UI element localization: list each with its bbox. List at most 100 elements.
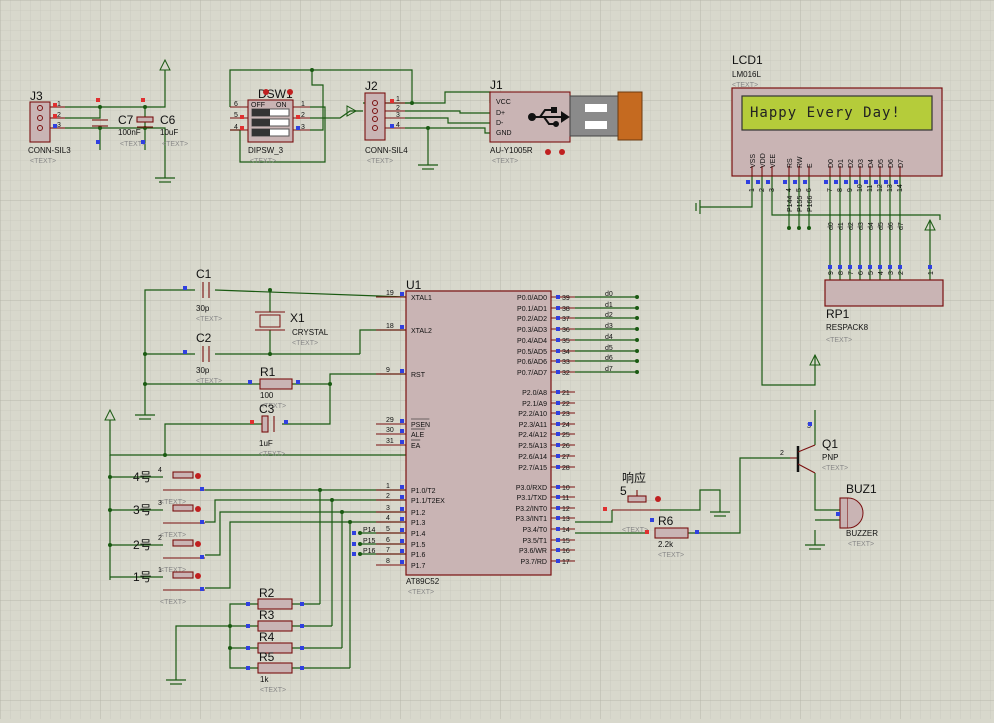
u1-right-pin-number: 39 bbox=[562, 295, 570, 302]
capacitor-c6[interactable]: C6 10uF <TEXT> bbox=[136, 113, 188, 148]
resistor-ref: R3 bbox=[259, 608, 275, 622]
resistor-r1[interactable]: R1 100 <TEXT> bbox=[259, 365, 293, 410]
lcd-pin-number: 2 bbox=[759, 188, 766, 192]
rp1-pin-marker bbox=[868, 265, 872, 269]
dsw-on-label: ON bbox=[276, 102, 287, 109]
lcd-pin-marker bbox=[824, 180, 828, 184]
u1-right-pin-name: P3.1/TXD bbox=[517, 495, 547, 502]
capacitor-c1[interactable]: C1 30p <TEXT> bbox=[196, 267, 222, 323]
u1-left-pin-name: ALE bbox=[411, 432, 425, 439]
lcd-pin-number: 5 bbox=[796, 188, 803, 192]
j1-text-placeholder: <TEXT> bbox=[492, 158, 518, 165]
u1-right-pin-name: P2.0/A8 bbox=[522, 390, 547, 397]
buz-text-placeholder: <TEXT> bbox=[848, 541, 874, 548]
transistor-q1[interactable]: 2 3 Q1 PNP <TEXT> bbox=[780, 423, 848, 474]
j2-text-placeholder: <TEXT> bbox=[367, 158, 393, 165]
resistor-ref: R5 bbox=[259, 650, 275, 664]
lcd-pin-marker bbox=[793, 180, 797, 184]
u1-right-pin-number: 37 bbox=[562, 316, 570, 323]
lcd-pin-marker bbox=[766, 180, 770, 184]
u1-right-pin-name: P3.5/T1 bbox=[522, 538, 547, 545]
rp1-ref: RP1 bbox=[826, 307, 850, 321]
u1-pin-marker bbox=[556, 485, 560, 489]
u1-pin-marker bbox=[400, 325, 404, 329]
response-text-placeholder: <TEXT> bbox=[622, 527, 648, 534]
u1-pin-marker bbox=[556, 390, 560, 394]
button-number: 3 bbox=[158, 500, 162, 507]
u1-right-pin-name: P0.5/AD5 bbox=[517, 349, 547, 356]
dsw-pin-1: 1 bbox=[301, 101, 305, 108]
lcd-data-label: d0 bbox=[828, 222, 835, 230]
buzzer-buz1[interactable]: BUZ1 BUZZER <TEXT> bbox=[839, 482, 878, 548]
j3-pin-3: 3 bbox=[57, 122, 61, 129]
j2-pin-4: 4 bbox=[396, 122, 400, 129]
dsw-pin-3: 3 bbox=[301, 124, 305, 131]
u1-pin-marker bbox=[400, 517, 404, 521]
dsw-pin-2: 2 bbox=[301, 112, 305, 119]
button-text-placeholder: <TEXT> bbox=[160, 567, 186, 574]
lcd-pin-name: D0 bbox=[828, 159, 835, 168]
crystal-x1[interactable]: X1 CRYSTAL <TEXT> bbox=[255, 311, 329, 347]
c1-value: 30p bbox=[196, 304, 210, 313]
rp1-pin-number: 6 bbox=[858, 271, 865, 275]
u1-right-pin-name: P2.1/A9 bbox=[522, 401, 547, 408]
dip-switch-dsw1[interactable]: DSW1 OFF ON 6 5 4 1 2 3 DIPSW_3 <TEXT> bbox=[230, 87, 310, 165]
u1-pin-marker bbox=[400, 528, 404, 532]
x1-ref: X1 bbox=[290, 311, 305, 325]
lcd-pin-marker bbox=[746, 180, 750, 184]
resistor-pin-marker bbox=[300, 666, 304, 670]
j1-pin-dplus: D+ bbox=[496, 110, 505, 117]
dsw-pin-4: 4 bbox=[234, 124, 238, 131]
button-response[interactable]: 响应 5 <TEXT> bbox=[612, 470, 661, 534]
microcontroller-u1[interactable]: U1 19XTAL118XTAL29RST29PSEN30ALE31EA1P1.… bbox=[352, 278, 613, 596]
u1-pin-marker bbox=[556, 411, 560, 415]
button-terminal bbox=[195, 541, 201, 547]
u1-right-pin-name: P2.7/A15 bbox=[518, 465, 547, 472]
usb-connector-j1[interactable]: J1 VCC D+ D- GND AU-Y1005R <TEXT> bbox=[489, 78, 643, 165]
lcd-port-label: P166 bbox=[807, 196, 814, 212]
lcd-pin-name: D3 bbox=[858, 159, 865, 168]
u1-right-pin-number: 14 bbox=[562, 527, 570, 534]
j2-connector[interactable]: J2 1 2 3 4 CONN-SIL4 <TEXT> bbox=[364, 79, 408, 165]
lcd-display[interactable]: LCD1 LM016L <TEXT> Happy Every Day! VSS1… bbox=[731, 53, 943, 230]
lcd-pin-number: 7 bbox=[827, 188, 834, 192]
u1-right-pin-name: P3.2/INT0 bbox=[515, 506, 547, 513]
u1-pin-marker bbox=[556, 295, 560, 299]
j3-connector[interactable]: J3 1 2 3 CONN-SIL3 <TEXT> bbox=[28, 89, 71, 165]
c6-value: 10uF bbox=[160, 128, 178, 137]
capacitor-c7[interactable]: C7 100nF <TEXT> bbox=[92, 113, 146, 148]
resistor-ref: R2 bbox=[259, 586, 275, 600]
u1-right-pin-name: P2.6/A14 bbox=[518, 454, 547, 461]
u1-pin-marker bbox=[556, 306, 560, 310]
lcd-pin-number: 10 bbox=[857, 184, 864, 192]
u1-left-pin-number: 31 bbox=[386, 438, 394, 445]
lcd-ref: LCD1 bbox=[732, 53, 763, 67]
u1-right-pin-name: P3.3/INT1 bbox=[515, 516, 547, 523]
lcd-data-label: d6 bbox=[888, 222, 895, 230]
usb-icon bbox=[528, 107, 570, 127]
lcd-data-label: d5 bbox=[878, 222, 885, 230]
lcd-pin-name: D4 bbox=[868, 159, 875, 168]
lcd-display-text: Happy Every Day! bbox=[750, 105, 901, 121]
resistor-ref: R4 bbox=[259, 630, 275, 644]
c6-ref: C6 bbox=[160, 113, 176, 127]
u1-right-pin-name: P2.4/A12 bbox=[518, 432, 547, 439]
capacitor-c2[interactable]: C2 30p <TEXT> bbox=[196, 331, 222, 385]
capacitor-c3[interactable]: C3 1uF <TEXT> bbox=[259, 402, 285, 458]
u1-right-pin-number: 25 bbox=[562, 432, 570, 439]
r1-ref: R1 bbox=[260, 365, 276, 379]
j1-pin-dminus: D- bbox=[496, 120, 504, 127]
resistor-pin-marker bbox=[246, 666, 250, 670]
rp1-pin-number: 3 bbox=[888, 271, 895, 275]
lcd-pin-number: 13 bbox=[887, 184, 894, 192]
u1-pin-marker bbox=[556, 349, 560, 353]
resistor-r6[interactable]: R6 2.2k <TEXT> bbox=[654, 514, 689, 559]
